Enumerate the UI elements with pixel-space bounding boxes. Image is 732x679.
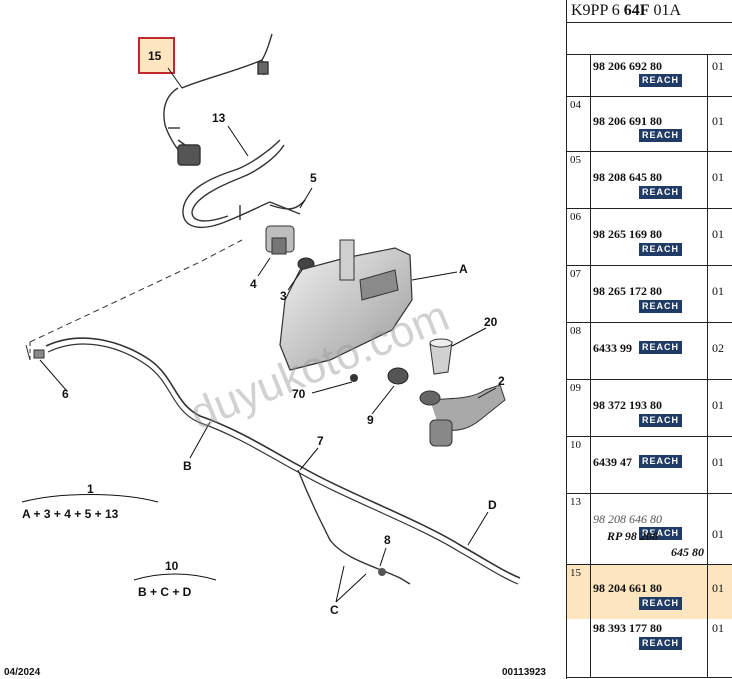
reach-badge: REACH: [639, 455, 683, 468]
label-6: 6: [62, 387, 69, 401]
table-row[interactable]: 05 98 208 645 80 REACH 01: [567, 151, 732, 208]
table-row[interactable]: 09 98 372 193 80 REACH 01: [567, 379, 732, 436]
reach-badge: REACH: [639, 341, 683, 354]
label-a: A: [459, 262, 468, 276]
label-8: 8: [384, 533, 391, 547]
hose-15: [163, 33, 273, 166]
connector-6: [25, 344, 45, 361]
reach-badge: REACH: [639, 637, 683, 650]
reservoir-tank-a: [279, 239, 413, 371]
table-row[interactable]: 04 98 206 691 80 REACH 01: [567, 96, 732, 151]
leader-lines: [39, 67, 497, 603]
parts-table: K9PP 6 64F 01A 98 206 692 80 REACH 01 04…: [566, 0, 732, 679]
brace-10: [133, 573, 217, 581]
reach-badge: REACH: [639, 129, 683, 142]
filler-cap-20: [429, 338, 453, 375]
diagram-drawing: 15 13 5 4 3 A 20 6 70 9 2 B 7 1 A + 3 + …: [21, 33, 521, 617]
hose-b: [45, 337, 521, 579]
reach-badge: REACH: [639, 74, 683, 87]
reach-badge: REACH: [639, 414, 683, 427]
hose-13: [182, 139, 301, 229]
dashed-line-13: [29, 239, 243, 343]
reach-badge: REACH: [639, 300, 683, 313]
label-20: 20: [484, 315, 498, 329]
footer-ref: 00113923: [502, 667, 546, 678]
brace-1: [21, 494, 159, 503]
filler-neck-2: [419, 384, 506, 447]
part-15-highlight-box[interactable]: [138, 37, 175, 74]
exploded-parts-diagram: 15 13 5 4 3 A 20 6 70 9 2 B 7 1 A + 3 + …: [4, 33, 546, 678]
reach-badge: REACH: [639, 186, 683, 199]
label-70: 70: [292, 387, 306, 401]
table-row-highlighted[interactable]: 15 98 204 661 80 REACH 01: [567, 564, 732, 619]
label-c: C: [330, 603, 339, 617]
table-row[interactable]: 08 6433 99 REACH 02: [567, 322, 732, 379]
reach-badge: REACH: [639, 527, 683, 540]
label-15: 15: [148, 49, 162, 63]
label-13: 13: [212, 111, 226, 125]
table-row[interactable]: 98 206 692 80 REACH 01: [567, 54, 732, 96]
label-1: 1: [87, 482, 94, 496]
table-header: K9PP 6 64F 01A: [571, 2, 682, 19]
reach-badge: REACH: [639, 243, 683, 256]
formula-1: A + 3 + 4 + 5 + 13: [22, 507, 119, 521]
label-b: B: [183, 459, 192, 473]
reach-badge: REACH: [639, 597, 683, 610]
hose-b-inner: [47, 343, 519, 585]
table-row[interactable]: 13 98 208 646 80 REACH RP 98 208 645 80 …: [567, 493, 732, 564]
valve-8: [378, 568, 386, 576]
label-9: 9: [367, 413, 374, 427]
footer-date: 04/2024: [4, 667, 41, 678]
seal-9: [387, 367, 409, 385]
label-4: 4: [250, 277, 257, 291]
pump-4: [265, 225, 295, 255]
hose-c: [297, 469, 411, 585]
label-7: 7: [317, 434, 324, 448]
label-2: 2: [498, 374, 505, 388]
plug-70: [350, 374, 358, 382]
label-5: 5: [310, 171, 317, 185]
table-row[interactable]: 06 98 265 169 80 REACH 01: [567, 208, 732, 265]
table-row[interactable]: 98 393 177 80 REACH 01: [567, 619, 732, 677]
table-row[interactable]: 07 98 265 172 80 REACH 01: [567, 265, 732, 322]
hose-5: [269, 199, 306, 210]
table-row[interactable]: 10 6439 47 REACH 01: [567, 436, 732, 493]
label-d: D: [488, 498, 497, 512]
label-3: 3: [280, 289, 287, 303]
formula-10: B + C + D: [138, 585, 192, 599]
label-10: 10: [165, 559, 179, 573]
